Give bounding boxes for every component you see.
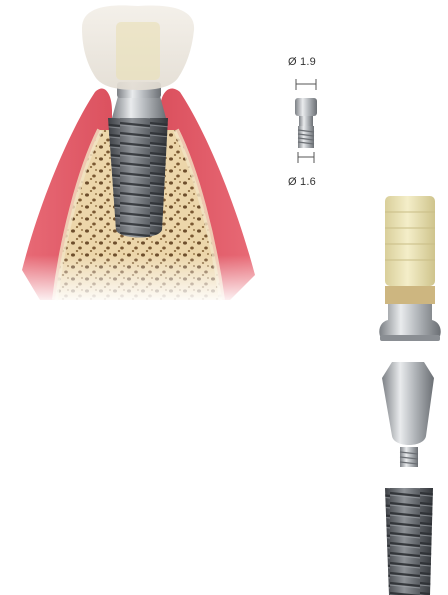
screw-shaft-diameter-label: Ø 1.6: [288, 176, 316, 188]
implant-fixture-component: [385, 488, 433, 595]
screw-thread: [298, 126, 314, 148]
exploded-components: [379, 196, 440, 595]
abutment: [112, 96, 166, 118]
screw-head-diameter-label: Ø 1.9: [288, 56, 316, 68]
abutment-component: [382, 362, 434, 467]
jaw-cross-section: [0, 5, 280, 305]
sleeve-base: [379, 304, 440, 336]
screw-head: [295, 98, 317, 116]
abutment-screw: [295, 79, 317, 163]
plastic-sleeve: [385, 196, 435, 304]
